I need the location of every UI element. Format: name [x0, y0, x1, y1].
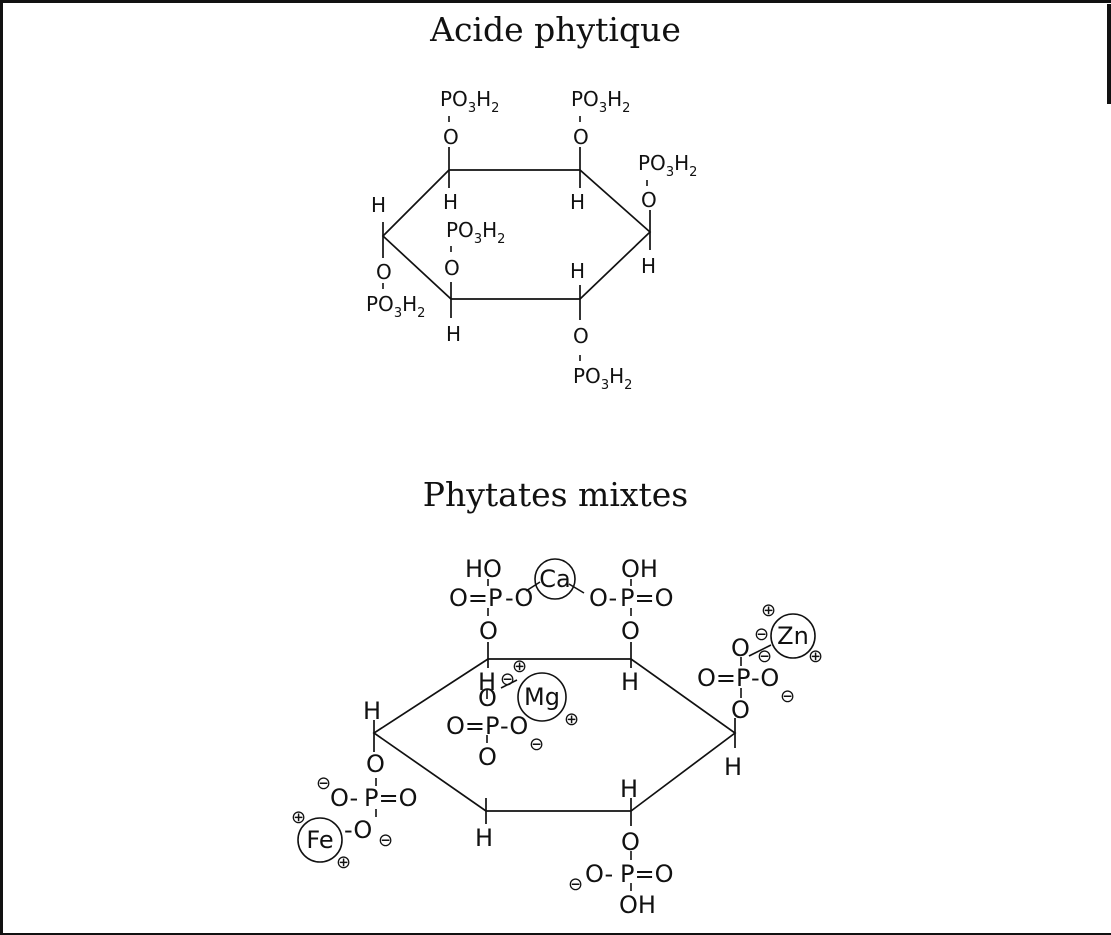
minus-charge: ⊖ — [500, 669, 515, 690]
hydrogen-label: H — [724, 753, 742, 781]
mixed-phytate-ring — [372, 658, 737, 812]
minus-charge: ⊖ — [754, 624, 769, 645]
phosphoryl-label: P=O — [620, 584, 673, 612]
bridge-oxygen-label: O- — [589, 584, 617, 612]
title-phytic-acid: Acide phytique — [430, 10, 681, 49]
bridge-oxygen-label: -O — [500, 712, 528, 740]
bridge-oxygen-label: -O — [505, 584, 533, 612]
oxygen-label: O — [478, 684, 497, 712]
oxygen-label: O — [621, 617, 640, 645]
phosphoryl-label: O=P — [446, 712, 499, 740]
po3h2-label: PO3H2 — [573, 364, 632, 393]
plus-charge: ⊕ — [564, 709, 579, 730]
oxygen-label: O — [376, 260, 392, 284]
hydrogen-label: H — [475, 824, 493, 852]
hydroxyl-label: OH — [619, 891, 656, 919]
bridge-oxygen-label: O- — [585, 860, 613, 888]
phosphoryl-label: P=O — [364, 784, 417, 812]
hydrogen-label: H — [620, 775, 638, 803]
hydrogen-label: H — [570, 259, 585, 283]
oxygen-label: O — [479, 617, 498, 645]
iron-label: Fe — [306, 826, 333, 854]
bridge-oxygen-label: -O — [344, 816, 372, 844]
phosphoryl-label: O=P — [697, 664, 750, 692]
plus-charge: ⊕ — [512, 656, 527, 677]
po3h2-label: PO3H2 — [571, 87, 630, 116]
hydroxyl-label: OH — [621, 555, 658, 583]
iron-circle — [297, 817, 343, 863]
calcium-label: Ca — [539, 565, 570, 593]
hydrogen-label: H — [621, 668, 639, 696]
oxygen-label: O — [573, 125, 589, 149]
plus-charge: ⊕ — [808, 646, 823, 667]
o-zn-bond — [748, 644, 772, 657]
plus-charge: ⊕ — [761, 600, 776, 621]
oxygen-label: O — [573, 324, 589, 348]
minus-charge: ⊖ — [568, 874, 583, 895]
magnesium-circle — [517, 672, 567, 722]
phosphoryl-label: O=P — [449, 584, 502, 612]
hydrogen-label: H — [443, 190, 458, 214]
calcium-circle — [534, 558, 576, 600]
scan-edge-mark — [1107, 4, 1111, 104]
phytic-acid-ring — [381, 169, 652, 300]
ca-o-bond — [568, 583, 585, 594]
minus-charge: ⊖ — [529, 734, 544, 755]
bridge-oxygen-label: O- — [330, 784, 358, 812]
oxygen-label: O — [443, 125, 459, 149]
magnesium-label: Mg — [524, 683, 560, 711]
hydrogen-label: H — [570, 190, 585, 214]
plus-charge: ⊕ — [336, 852, 351, 873]
hydrogen-label: H — [446, 322, 461, 346]
minus-charge: ⊖ — [316, 773, 331, 794]
hydrogen-label: H — [478, 668, 496, 696]
hydrogen-label: H — [371, 193, 386, 217]
minus-charge: ⊖ — [757, 646, 772, 667]
po3h2-label: PO3H2 — [446, 218, 505, 247]
oxygen-label: O — [621, 828, 640, 856]
po3h2-label: PO3H2 — [440, 87, 499, 116]
oxygen-label: O — [444, 256, 460, 280]
oxygen-label: O — [366, 750, 385, 778]
zinc-circle — [770, 613, 816, 659]
hydrogen-label: H — [641, 254, 656, 278]
po3h2-label: PO3H2 — [366, 292, 425, 321]
hydrogen-label: H — [363, 697, 381, 725]
oxygen-label: O — [478, 743, 497, 771]
o-ca-bond — [525, 581, 541, 592]
po3h2-label: PO3H2 — [638, 151, 697, 180]
minus-charge: ⊖ — [780, 686, 795, 707]
minus-charge: ⊖ — [378, 830, 393, 851]
o-mg-bond — [500, 679, 518, 689]
oxygen-label: O — [641, 188, 657, 212]
hydroxyl-label: HO — [465, 555, 502, 583]
phytic-acid-structure — [381, 116, 652, 361]
mixed-phytates-structure — [372, 579, 772, 891]
title-mixed-phytates: Phytates mixtes — [422, 475, 689, 514]
plus-charge: ⊕ — [291, 807, 306, 828]
zinc-label: Zn — [777, 622, 809, 650]
oxygen-label: O — [731, 634, 750, 662]
oxygen-label: O — [731, 696, 750, 724]
phosphoryl-label: P=O — [620, 860, 673, 888]
bridge-oxygen-label: -O — [751, 664, 779, 692]
